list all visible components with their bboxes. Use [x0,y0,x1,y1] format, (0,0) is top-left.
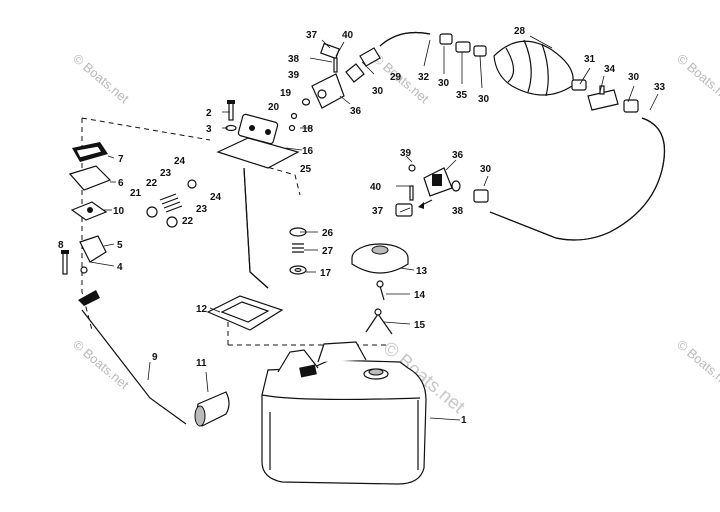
callout-13: 13 [416,266,428,277]
callout-17: 17 [320,268,332,279]
callout-6: 6 [118,178,124,189]
callout-19: 19 [280,88,292,99]
callout-22: 22 [146,178,158,189]
callout-12: 12 [196,304,208,315]
callout-14: 14 [414,290,426,301]
vent-parts [365,280,393,335]
callout-25: 25 [300,164,312,175]
callout-39: 39 [400,148,412,159]
callout-28: 28 [514,26,526,37]
watermark-text: © Boats.net [70,51,132,107]
fuel-gauge-float [78,290,230,427]
callout-36: 36 [350,106,362,117]
callout-20: 20 [268,102,280,113]
valve-spring-parts [289,227,307,275]
fuel-tank [261,341,427,485]
callout-29: 29 [390,72,402,83]
part-callouts: 1 2 3 4 5 6 7 8 9 10 11 12 13 14 15 16 1… [58,26,666,426]
filler-cap [351,243,409,274]
callout-15: 15 [414,320,426,331]
callout-40: 40 [370,182,382,193]
callout-8: 8 [58,240,64,251]
watermark-text: © Boats.net [674,51,720,107]
callout-30: 30 [480,164,492,175]
callout-3: 3 [206,124,212,135]
callout-9: 9 [152,352,158,363]
callout-36: 36 [452,150,464,161]
callout-34: 34 [604,64,616,75]
callout-16: 16 [302,146,314,157]
callout-37: 37 [306,30,318,41]
callout-7: 7 [118,154,124,165]
callout-30: 30 [438,78,450,89]
fuel-line-outboard [489,117,666,241]
inline-check-valve [587,85,639,113]
callout-40: 40 [342,30,354,41]
callout-31: 31 [584,54,596,65]
watermark-text: © Boats.net [674,337,720,393]
fuel-gauge-gasket [206,295,284,331]
gauge-cover-parts [61,142,112,275]
callout-38: 38 [452,206,464,217]
callout-30: 30 [372,86,384,97]
callout-11: 11 [196,358,207,369]
callout-30: 30 [478,94,490,105]
callout-38: 38 [288,54,300,65]
leader-lines [89,35,659,421]
callout-35: 35 [456,90,468,101]
callout-39: 39 [288,70,300,81]
callout-26: 26 [322,228,334,239]
callout-2: 2 [206,108,212,119]
fuel-pickup-assembly [216,113,300,289]
fuel-line-upper [379,31,487,57]
callout-23: 23 [160,168,172,179]
assembly-boundary-line [81,117,390,346]
watermark-text: © Boats.net [70,337,132,393]
callout-32: 32 [418,72,430,83]
tank-connector-upper [288,42,381,132]
callout-5: 5 [117,240,123,251]
callout-21: 21 [130,188,142,199]
callout-37: 37 [372,206,384,217]
primer-bulb [493,39,587,97]
callout-18: 18 [302,124,314,135]
callout-27: 27 [322,246,334,257]
callout-1: 1 [461,415,467,426]
callout-30: 30 [628,72,640,83]
callout-24: 24 [174,156,186,167]
tank-connector-lower [395,164,489,217]
check-valve-parts [146,179,197,228]
callout-22: 22 [182,216,194,227]
callout-4: 4 [117,262,123,273]
callout-24: 24 [210,192,222,203]
callout-10: 10 [113,206,125,217]
screw-and-washer [225,100,237,132]
callout-23: 23 [196,204,208,215]
callout-33: 33 [654,82,666,93]
